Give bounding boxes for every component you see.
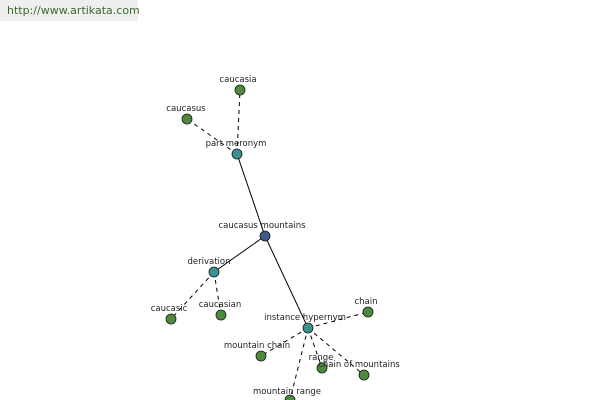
label-mountain-range[interactable]: mountain range <box>253 387 321 397</box>
label-range[interactable]: range <box>309 353 334 363</box>
node-range[interactable] <box>316 362 328 374</box>
label-chain[interactable]: chain <box>354 297 377 307</box>
label-caucasia[interactable]: caucasia <box>219 75 256 85</box>
edge-instance-hypernym-to-mountain-chain <box>260 327 309 357</box>
node-mountain-chain[interactable] <box>255 350 267 362</box>
label-caucasic[interactable]: caucasic <box>151 304 188 314</box>
edge-instance-hypernym-to-chain <box>307 311 369 329</box>
label-chain-of-mountains[interactable]: chain of mountains <box>318 360 400 370</box>
site-url-link[interactable]: http://www.artikata.com <box>7 4 140 17</box>
url-bar: http://www.artikata.com <box>0 0 140 21</box>
node-part-meronym[interactable] <box>231 148 243 160</box>
node-caucasia[interactable] <box>234 84 246 96</box>
edge-caucasus-mountains-to-part-meronym <box>236 153 266 237</box>
node-derivation[interactable] <box>208 266 220 278</box>
label-caucasian[interactable]: caucasian <box>199 300 242 310</box>
edge-caucasus-mountains-to-derivation <box>213 235 266 273</box>
label-caucasus[interactable]: caucasus <box>166 104 206 114</box>
label-caucasus-mountains[interactable]: caucasus mountains <box>218 221 306 231</box>
edge-caucasus-mountains-to-instance-hypernym <box>264 235 309 329</box>
node-chain[interactable] <box>362 306 374 318</box>
edge-part-meronym-to-caucasus <box>186 118 238 155</box>
node-caucasus[interactable] <box>181 113 193 125</box>
label-derivation[interactable]: derivation <box>187 257 230 267</box>
label-part-meronym[interactable]: part meronym <box>206 139 267 149</box>
edge-part-meronym-to-caucasia <box>236 89 241 155</box>
node-caucasic[interactable] <box>165 313 177 325</box>
labels-layer: caucasus mountains part meronym derivation… <box>151 75 401 397</box>
label-instance-hypernym[interactable]: instance hypernym <box>264 313 346 323</box>
node-mountain-range[interactable] <box>284 394 296 400</box>
edges-layer <box>170 89 369 400</box>
node-caucasus-mountains[interactable] <box>259 230 271 242</box>
edge-derivation-to-caucasic <box>170 271 215 320</box>
edge-instance-hypernym-to-range <box>307 327 323 369</box>
nodes-layer <box>165 84 374 400</box>
label-mountain-chain[interactable]: mountain chain <box>224 341 290 351</box>
node-instance-hypernym[interactable] <box>302 322 314 334</box>
node-caucasian[interactable] <box>215 309 227 321</box>
node-chain-of-mountains[interactable] <box>358 369 370 381</box>
